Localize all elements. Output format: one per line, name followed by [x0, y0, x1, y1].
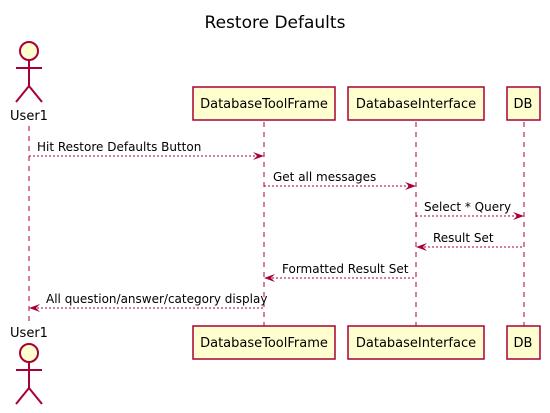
participant-label-user1-bottom: User1 — [10, 326, 48, 341]
message-label: Result Set — [433, 231, 494, 245]
participants-bottom: User1 DatabaseToolFrame DatabaseInterfac… — [10, 325, 541, 405]
participant-label-db-top: DB — [514, 97, 533, 112]
actor-head-icon — [19, 343, 39, 363]
participant-database-tool-frame-bottom: DatabaseToolFrame — [192, 325, 336, 360]
participant-label-database-tool-frame-bottom: DatabaseToolFrame — [200, 336, 328, 351]
message-get-all-messages: Get all messages — [264, 170, 416, 190]
participant-database-interface-top: DatabaseInterface — [347, 86, 485, 121]
message-label: Hit Restore Defaults Button — [37, 140, 201, 154]
message-formatted-result-set: Formatted Result Set — [264, 262, 416, 282]
arrowhead-left-icon — [416, 243, 427, 251]
participant-db-top: DB — [506, 86, 541, 121]
arrowhead-left-icon — [264, 274, 275, 282]
message-all-question-display: All question/answer/category display — [29, 292, 267, 312]
participant-label-database-interface-bottom: DatabaseInterface — [356, 336, 476, 351]
messages: Hit Restore Defaults Button Get all mess… — [29, 140, 524, 312]
message-label: All question/answer/category display — [46, 292, 267, 306]
participant-label-db-bottom: DB — [514, 336, 533, 351]
participant-label-database-interface-top: DatabaseInterface — [356, 97, 476, 112]
participant-database-interface-bottom: DatabaseInterface — [347, 325, 485, 360]
participant-label-user1-top: User1 — [10, 109, 48, 124]
message-label: Select * Query — [424, 200, 511, 214]
participant-db-bottom: DB — [506, 325, 541, 360]
actor-user1-bottom: User1 — [10, 326, 48, 405]
actor-user1-top: User1 — [10, 41, 48, 124]
participant-database-tool-frame-top: DatabaseToolFrame — [192, 86, 336, 121]
participant-label-database-tool-frame-top: DatabaseToolFrame — [200, 97, 328, 112]
message-select-query: Select * Query — [416, 200, 524, 220]
message-label: Get all messages — [273, 170, 376, 184]
arrowhead-left-icon — [29, 304, 40, 312]
participants-top: User1 DatabaseToolFrame DatabaseInterfac… — [10, 41, 541, 124]
message-result-set: Result Set — [416, 231, 524, 251]
message-label: Formatted Result Set — [282, 262, 409, 276]
actor-head-icon — [19, 41, 39, 61]
arrowhead-right-icon — [253, 152, 264, 160]
message-hit-restore-defaults: Hit Restore Defaults Button — [29, 140, 264, 160]
arrowhead-right-icon — [405, 182, 416, 190]
diagram-title: Restore Defaults — [205, 13, 346, 33]
arrowhead-right-icon — [513, 212, 524, 220]
